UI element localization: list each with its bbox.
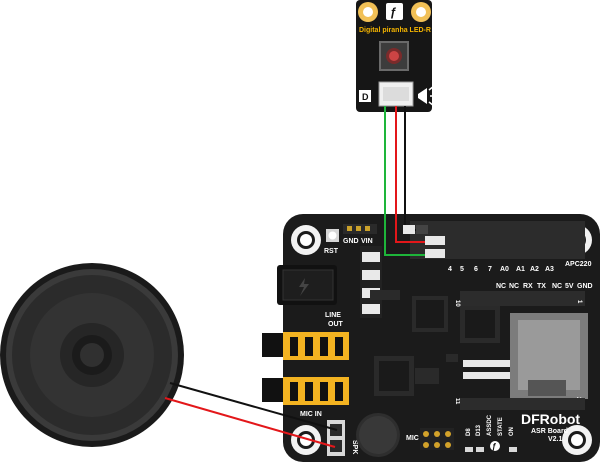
jumper-label-state: STATE [498,417,504,436]
speaker [0,263,184,447]
power-header [343,224,377,234]
light-bulb-icon [418,85,436,107]
sd-card-slot [510,313,588,399]
piranha-led [379,41,409,71]
module-title: Digital piranha LED-R [359,27,431,34]
pin-header [460,291,585,306]
board-model: ASR Board [531,428,568,435]
line-out-label-2: OUT [328,321,344,328]
board-version: V2.1 [548,436,563,443]
speaker-terminal [327,420,345,456]
header-num-4: 4 [448,266,452,273]
green-wire [384,106,433,256]
jumper-block [420,428,454,450]
mounting-hole [291,425,321,455]
gnd-label: GND [343,238,359,245]
wires [164,106,445,448]
header-num-a2: A2 [530,266,539,273]
board-logo-icon: ƒ [490,441,500,451]
status-led [465,447,517,452]
header-num-6: 6 [474,266,478,273]
side-header [360,246,382,318]
header-num-a3: A3 [545,266,554,273]
resistor-row [463,360,513,379]
vin-label: VIN [361,238,373,245]
spk-label: SPK [351,440,358,454]
chip [460,305,500,343]
jumper-label-d8: D8 [466,428,472,436]
reset-button[interactable] [326,229,339,242]
pin-label-rx: RX [523,283,533,290]
red-speaker-wire [164,397,336,448]
module-pin-label: D [362,92,369,102]
jumper-label-assdc: ASSDC [487,414,493,436]
apc220-label: APC220 [565,261,592,268]
bottom-header [460,398,585,410]
mounting-hole [562,425,592,455]
header-num-a1: A1 [516,266,525,273]
pin-label-5v: 5V [565,283,574,290]
header-num-7: 7 [488,266,492,273]
chip [412,296,448,332]
dc-power-jack [277,265,337,305]
pin-label-nc: NC [496,283,506,290]
svg-text:ƒ: ƒ [492,442,497,451]
chip [415,368,439,384]
header-num-5: 5 [460,266,464,273]
black-wire [404,106,428,231]
header-num-a0: A0 [500,266,509,273]
mounting-hole [411,2,431,22]
led-module: ƒ Digital piranha LED-R D [356,0,436,112]
pin-label-gnd: GND [577,283,593,290]
pin-label-nc: NC [509,283,519,290]
num-11: 11 [454,398,460,405]
pin-label-tx: TX [537,283,546,290]
num-1: 1 [576,300,582,304]
wire-connector [403,225,445,258]
chip [374,356,414,396]
num-10: 10 [454,300,460,307]
pin-label-nc: NC [552,283,562,290]
chip [446,354,458,362]
brand-name: DFRobot [521,411,580,427]
rst-label: RST [324,248,339,255]
line-out-label-1: LINE [325,312,341,319]
mounting-hole [291,225,321,255]
svg-text:ƒ: ƒ [390,5,397,19]
mounting-hole [358,2,378,22]
module-connector [378,81,414,107]
chip [370,290,400,300]
line-out-jack [262,332,349,360]
microphone [356,413,400,457]
black-speaker-wire [169,382,338,431]
mic-in-jack [262,377,349,405]
asr-board: RST GND VIN LINE OUT [262,214,600,462]
jumper-label-on: ON [509,427,515,436]
mic-in-label: MIC IN [300,411,322,418]
jumper-label-d13: D13 [476,424,482,436]
module-logo-icon: ƒ [386,3,403,20]
mic-label: MIC [406,435,419,442]
